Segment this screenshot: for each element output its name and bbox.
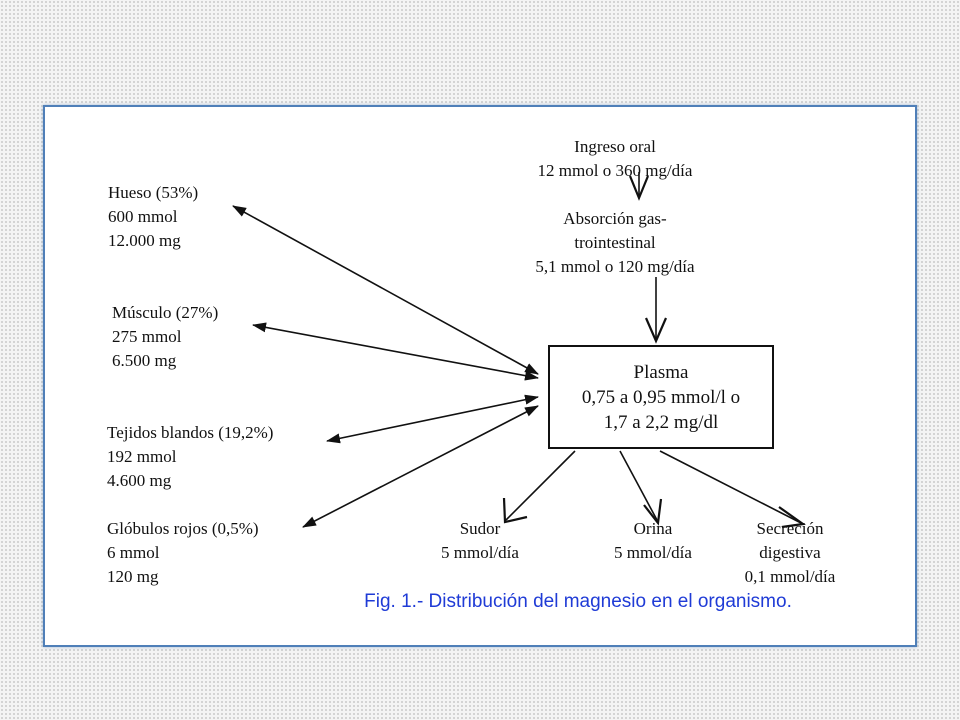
sudor-title: Sudor [459,519,501,538]
absorcion-amount: 5,1 mmol o 120 mg/día [535,257,695,276]
hueso-mg: 12.000 mg [108,231,181,250]
globulos-mg: 120 mg [107,567,159,586]
label-hueso: Hueso (53%) 600 mmol 12.000 mg [108,181,198,253]
globulos-title: Glóbulos rojos (0,5%) [107,519,259,538]
plasma-title: Plasma [633,361,689,383]
arrow-sudor-head [502,497,528,524]
label-orina: Orina 5 mmol/día [593,517,713,565]
tejidos-mmol: 192 mmol [107,447,177,466]
label-tejidos-blandos: Tejidos blandos (19,2%) 192 mmol 4.600 m… [107,421,273,493]
arrow-plasma-secrecion [659,450,802,524]
label-ingreso-oral: Ingreso oral 12 mmol o 360 mg/día [500,135,730,183]
musculo-mg: 6.500 mg [112,351,177,370]
tejidos-title: Tejidos blandos (19,2%) [107,423,274,442]
plasma-range-mmol: 0,75 a 0,95 mmol/l o [581,386,741,408]
absorcion-line-1: Absorción gas- [563,209,667,228]
arrow-tejidos-plasma [326,394,539,444]
orina-amount: 5 mmol/día [614,543,692,562]
orina-title: Orina [633,519,673,538]
arrow-hueso-plasma [232,205,539,375]
hueso-mmol: 600 mmol [108,207,178,226]
arrow-absorption-head [644,317,668,344]
plasma-box: Plasma 0,75 a 0,95 mmol/l o 1,7 a 2,2 mg… [548,345,774,449]
arrow-plasma-orina [619,450,658,521]
ingreso-oral-title: Ingreso oral [574,137,656,156]
label-globulos-rojos: Glóbulos rojos (0,5%) 6 mmol 120 mg [107,517,259,589]
hueso-title: Hueso (53%) [108,183,199,202]
arrow-plasma-sudor [505,450,576,521]
arrow-oral-head [628,175,650,201]
secrecion-title: Secreción [756,519,824,538]
sudor-amount: 5 mmol/día [441,543,519,562]
secrecion-amount: 0,1 mmol/día [744,567,836,586]
arrow-secrecion-head [778,506,806,529]
label-sudor: Sudor 5 mmol/día [420,517,540,565]
label-absorcion: Absorción gas- trointestinal 5,1 mmol o … [495,207,735,279]
secrecion-subtitle: digestiva [759,543,821,562]
arrow-globulos-plasma [302,405,539,528]
globulos-mmol: 6 mmol [107,543,160,562]
tejidos-mg: 4.600 mg [107,471,172,490]
absorcion-line-2: trointestinal [574,233,656,252]
ingreso-oral-amount: 12 mmol o 360 mg/día [537,161,693,180]
label-musculo: Músculo (27%) 275 mmol 6.500 mg [112,301,218,373]
musculo-title: Músculo (27%) [112,303,219,322]
plasma-range-mg: 1,7 a 2,2 mg/dl [603,411,719,433]
arrow-musculo-plasma [252,322,539,381]
musculo-mmol: 275 mmol [112,327,182,346]
figure-caption: Fig. 1.- Distribución del magnesio en el… [364,591,792,612]
label-secrecion-digestiva: Secreción digestiva 0,1 mmol/día [720,517,860,589]
arrow-orina-head [643,498,663,526]
